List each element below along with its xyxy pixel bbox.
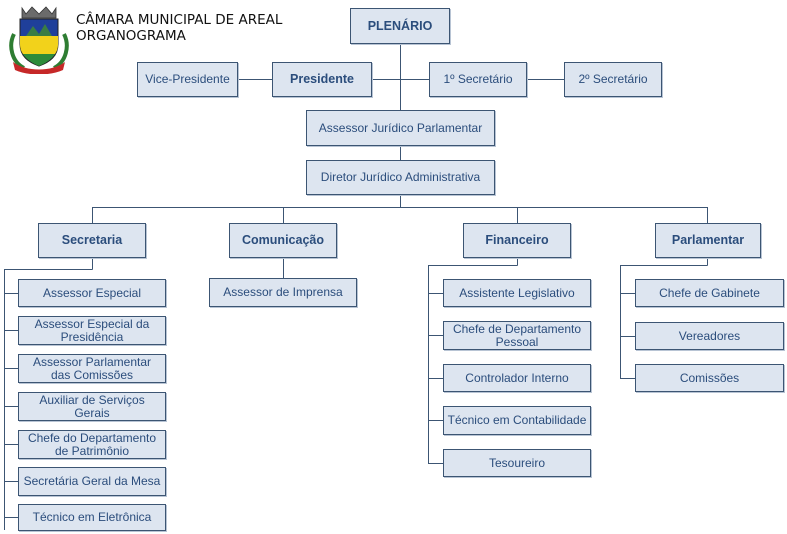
box-comissoes: Comissões xyxy=(635,364,784,392)
box-tesoureiro: Tesoureiro xyxy=(443,449,591,477)
box-label: Técnico em Eletrônica xyxy=(32,510,152,524)
box-auxiliar-servicos-gerais: Auxiliar de Serviços Gerais xyxy=(18,392,166,421)
box-label: Comunicação xyxy=(242,233,324,247)
box-chefe-departamento-patrimonio: Chefe do Departamento de Patrimônio xyxy=(18,430,166,459)
box-primeiro-secretario: 1º Secretário xyxy=(429,62,527,97)
box-label: Assistente Legislativo xyxy=(459,285,575,300)
box-label: Assessor Especial xyxy=(42,285,142,300)
box-plenario: PLENÁRIO xyxy=(350,8,450,44)
box-label: Tesoureiro xyxy=(488,455,546,470)
box-label: Chefe de Departamento Pessoal xyxy=(452,321,582,349)
box-vereadores: Vereadores xyxy=(635,322,784,350)
box-tecnico-eletronica: Técnico em Eletrônica xyxy=(18,504,166,531)
box-assistente-legislativo: Assistente Legislativo xyxy=(443,279,591,307)
box-label: Parlamentar xyxy=(671,233,745,247)
box-financeiro: Financeiro xyxy=(463,223,571,258)
box-tecnico-contabilidade: Técnico em Contabilidade xyxy=(443,406,591,435)
box-assessor-parlamentar-comissoes: Assessor Parlamentar das Comissões xyxy=(18,354,166,383)
box-secretaria: Secretaria xyxy=(38,223,146,258)
box-chefe-departamento-pessoal: Chefe de Departamento Pessoal xyxy=(443,321,591,350)
box-comunicacao: Comunicação xyxy=(229,223,337,258)
box-label: Controlador Interno xyxy=(465,370,569,385)
box-assessor-especial-presidencia: Assessor Especial da Presidência xyxy=(18,316,166,345)
box-label: PLENÁRIO xyxy=(367,18,433,33)
box-label: Financeiro xyxy=(485,233,549,247)
chart-heading: ORGANOGRAMA xyxy=(76,28,186,44)
coat-of-arms-logo xyxy=(9,6,69,74)
box-chefe-gabinete: Chefe de Gabinete xyxy=(635,279,784,307)
box-assessor-especial: Assessor Especial xyxy=(18,279,166,307)
box-label: Comissões xyxy=(679,370,740,385)
box-label: Assessor Parlamentar das Comissões xyxy=(32,354,152,382)
box-label: Chefe do Departamento de Patrimônio xyxy=(27,430,157,458)
box-presidente: Presidente xyxy=(272,62,372,97)
box-label: Presidente xyxy=(290,72,354,86)
box-label: Diretor Jurídico Administrativa xyxy=(320,170,481,184)
box-label: Assessor Jurídico Parlamentar xyxy=(318,120,483,135)
box-vice-presidente: Vice-Presidente xyxy=(137,62,238,97)
box-segundo-secretario: 2º Secretário xyxy=(564,62,662,97)
box-label: Assessor de Imprensa xyxy=(223,285,343,299)
box-label: Vereadores xyxy=(678,328,741,343)
box-parlamentar: Parlamentar xyxy=(655,223,761,258)
chamber-name: CÂMARA MUNICIPAL DE AREAL xyxy=(76,12,283,28)
box-secretaria-geral-mesa: Secretária Geral da Mesa xyxy=(18,467,166,496)
header-title: CÂMARA MUNICIPAL DE AREAL ORGANOGRAMA xyxy=(76,12,282,44)
box-label: Auxiliar de Serviços Gerais xyxy=(39,392,145,420)
box-label: Secretária Geral da Mesa xyxy=(23,474,161,488)
box-assessor-imprensa: Assessor de Imprensa xyxy=(209,278,357,307)
box-label: Vice-Presidente xyxy=(145,72,230,86)
box-label: Secretaria xyxy=(61,233,123,247)
box-label: Chefe de Gabinete xyxy=(659,285,760,300)
box-label: Assessor Especial da Presidência xyxy=(34,316,150,344)
box-assessor-juridico: Assessor Jurídico Parlamentar xyxy=(306,110,495,146)
box-label: 1º Secretário xyxy=(443,72,513,86)
box-label: Técnico em Contabilidade xyxy=(447,413,587,427)
box-controlador-interno: Controlador Interno xyxy=(443,364,591,392)
box-diretor-juridico: Diretor Jurídico Administrativa xyxy=(306,160,495,195)
box-label: 2º Secretário xyxy=(578,72,648,86)
